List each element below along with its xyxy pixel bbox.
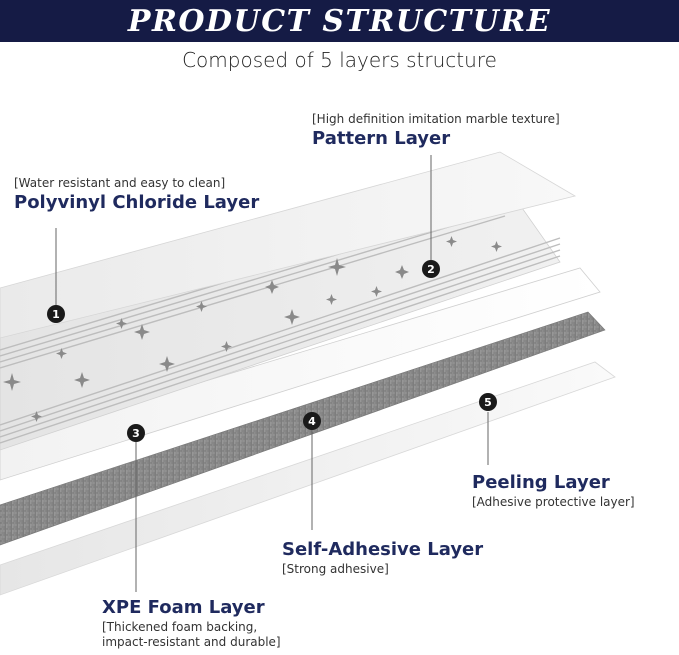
peeling-layer-name: Peeling Layer (472, 472, 610, 493)
callout-lines (55, 155, 489, 592)
self-adhesive-layer-note: [Strong adhesive] (282, 562, 389, 576)
title-banner: PRODUCT STRUCTURE (0, 0, 679, 42)
page-title: PRODUCT STRUCTURE (127, 3, 552, 39)
pattern-layer-name: Pattern Layer (312, 128, 451, 149)
xpe-foam-layer-sheet (0, 267, 601, 481)
label-pattern-layer: [High definition imitation marble textur… (312, 112, 560, 151)
xpe-foam-layer-name: XPE Foam Layer (102, 597, 265, 618)
layer-number-4-badge: 4 (303, 412, 321, 430)
label-self-adhesive-layer: Self-Adhesive Layer [Strong adhesive] (282, 538, 483, 577)
label-xpe-foam-layer: XPE Foam Layer [Thickened foam backing, … (102, 596, 281, 650)
xpe-foam-layer-note-line-2: impact-resistant and durable] (102, 635, 281, 649)
peeling-layer-note: [Adhesive protective layer] (472, 495, 635, 509)
layer-number-3-badge: 3 (127, 424, 145, 442)
label-pvc-layer: [Water resistant and easy to clean] Poly… (14, 176, 259, 215)
layer-number-5-badge: 5 (479, 393, 497, 411)
pattern-layer-note: [High definition imitation marble textur… (312, 112, 560, 126)
pvc-layer-note: [Water resistant and easy to clean] (14, 176, 226, 190)
peeling-layer-sheet (0, 361, 616, 596)
self-adhesive-layer-sheet (0, 311, 606, 546)
label-peeling-layer: Peeling Layer [Adhesive protective layer… (472, 471, 635, 510)
page-subtitle: Composed of 5 layers structure (182, 48, 497, 72)
layer-number-1-badge: 1 (47, 305, 65, 323)
pvc-layer-name: Polyvinyl Chloride Layer (14, 192, 260, 213)
marble-texture-sparkles (3, 236, 502, 422)
layer-number-2-badge: 2 (422, 260, 440, 278)
self-adhesive-layer-name: Self-Adhesive Layer (282, 539, 484, 560)
xpe-foam-layer-note-line-1: [Thickened foam backing, (102, 620, 258, 634)
